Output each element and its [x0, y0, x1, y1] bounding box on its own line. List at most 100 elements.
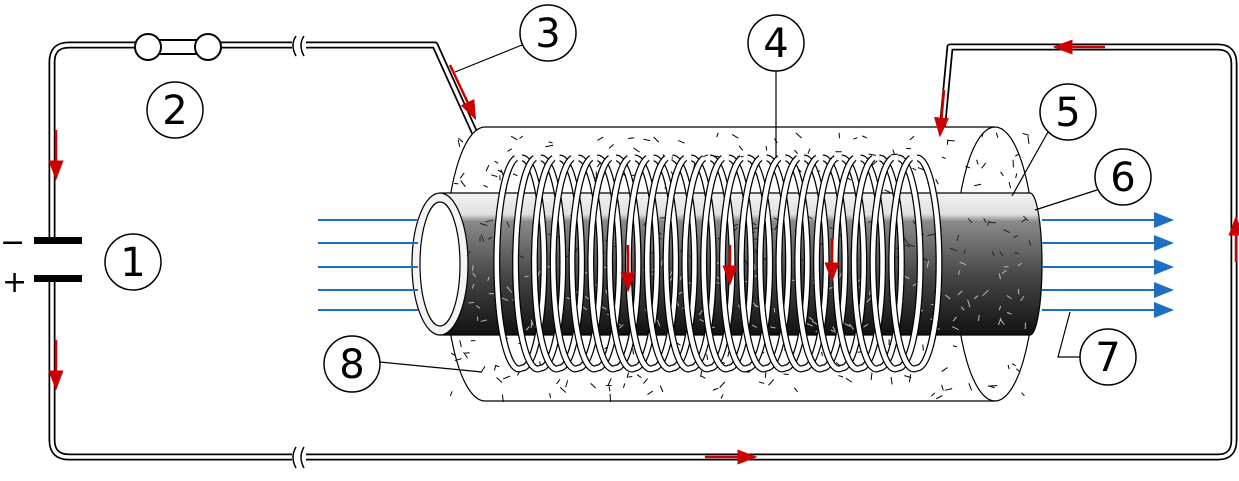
speckle	[945, 294, 951, 300]
speckle	[870, 372, 873, 381]
speckle	[871, 160, 878, 166]
speckle	[868, 153, 877, 156]
speckle	[952, 345, 958, 348]
speckle	[677, 139, 685, 144]
speckle	[653, 136, 660, 143]
speckle	[460, 180, 466, 188]
callout-circle	[1039, 83, 1097, 141]
speckle	[454, 358, 462, 362]
callout-number: 4	[763, 21, 788, 67]
speckle	[548, 141, 553, 144]
speckle	[986, 220, 990, 226]
speckle	[999, 318, 1005, 326]
speckle	[647, 390, 654, 395]
speckle	[1007, 364, 1010, 370]
speckle	[565, 380, 569, 388]
speckle	[811, 320, 818, 325]
speckle	[622, 383, 626, 388]
speckle	[628, 137, 635, 139]
callout-circle	[1094, 148, 1152, 206]
speckle	[758, 381, 765, 384]
speckle	[556, 379, 561, 385]
speckle	[1006, 311, 1012, 315]
speckle	[795, 132, 802, 139]
speckle	[720, 394, 724, 399]
speckle	[559, 386, 567, 393]
speckle	[1015, 173, 1018, 179]
speckle	[457, 137, 464, 143]
speckle	[545, 144, 554, 148]
speckle	[590, 383, 597, 389]
speckle	[998, 273, 1001, 280]
callout-3: 3	[519, 4, 577, 62]
callout-number: 8	[339, 342, 364, 388]
speckle	[977, 314, 980, 322]
speckle	[1013, 234, 1019, 239]
speckle	[967, 218, 973, 224]
speckle	[1011, 363, 1016, 367]
speckle	[530, 319, 534, 326]
speckle	[1016, 368, 1021, 373]
speckle	[764, 372, 767, 378]
leader-lines	[379, 44, 1098, 373]
speckle	[459, 340, 462, 348]
speckle	[506, 221, 510, 228]
callout-number: 6	[1110, 155, 1135, 201]
speckle	[459, 172, 465, 179]
speckle	[967, 299, 971, 308]
speckle	[501, 297, 509, 301]
speckle	[537, 270, 541, 277]
speckle	[700, 370, 703, 377]
speckle	[963, 249, 966, 254]
speckle	[525, 326, 530, 331]
speckle	[987, 385, 995, 389]
speckle	[949, 247, 958, 252]
speckle	[632, 348, 635, 355]
callout-2: 2	[146, 81, 204, 139]
callout-circle	[1079, 328, 1137, 386]
speckle	[890, 376, 893, 385]
speckle	[659, 217, 666, 219]
speckle	[480, 319, 487, 322]
callout-6: 6	[1094, 148, 1152, 206]
speckle	[609, 393, 612, 402]
speckle	[636, 374, 642, 379]
speckle	[768, 379, 775, 386]
speckle	[958, 270, 961, 275]
speckle	[926, 260, 930, 268]
speckle	[1003, 229, 1010, 234]
callout-circle	[104, 233, 162, 291]
speckle	[698, 309, 704, 316]
callout-number: 2	[162, 88, 187, 134]
speckle	[765, 145, 768, 151]
speckle	[944, 388, 953, 391]
callout-7: 7	[1079, 328, 1137, 386]
callout-4: 4	[747, 14, 805, 72]
speckle	[471, 264, 474, 271]
current-arrow	[934, 89, 950, 138]
speckle	[941, 367, 948, 373]
speckle	[480, 365, 486, 373]
speckle	[903, 237, 909, 245]
speckle	[909, 135, 915, 141]
speckle	[1014, 252, 1019, 254]
speckle	[468, 301, 475, 304]
speckle	[912, 167, 917, 171]
speckle	[861, 135, 868, 139]
speckle	[905, 244, 911, 248]
speckle	[774, 225, 778, 231]
speckle	[976, 159, 979, 165]
speckle	[908, 374, 912, 383]
speckle	[794, 149, 798, 154]
speckle	[838, 375, 844, 378]
speckle	[495, 365, 500, 368]
speckle	[947, 139, 955, 142]
speckle	[738, 145, 744, 151]
speckle	[751, 324, 757, 328]
speckle	[935, 395, 943, 400]
speckle	[805, 322, 813, 327]
speckle	[773, 307, 776, 313]
speckle	[853, 137, 858, 140]
speckle	[890, 153, 899, 156]
